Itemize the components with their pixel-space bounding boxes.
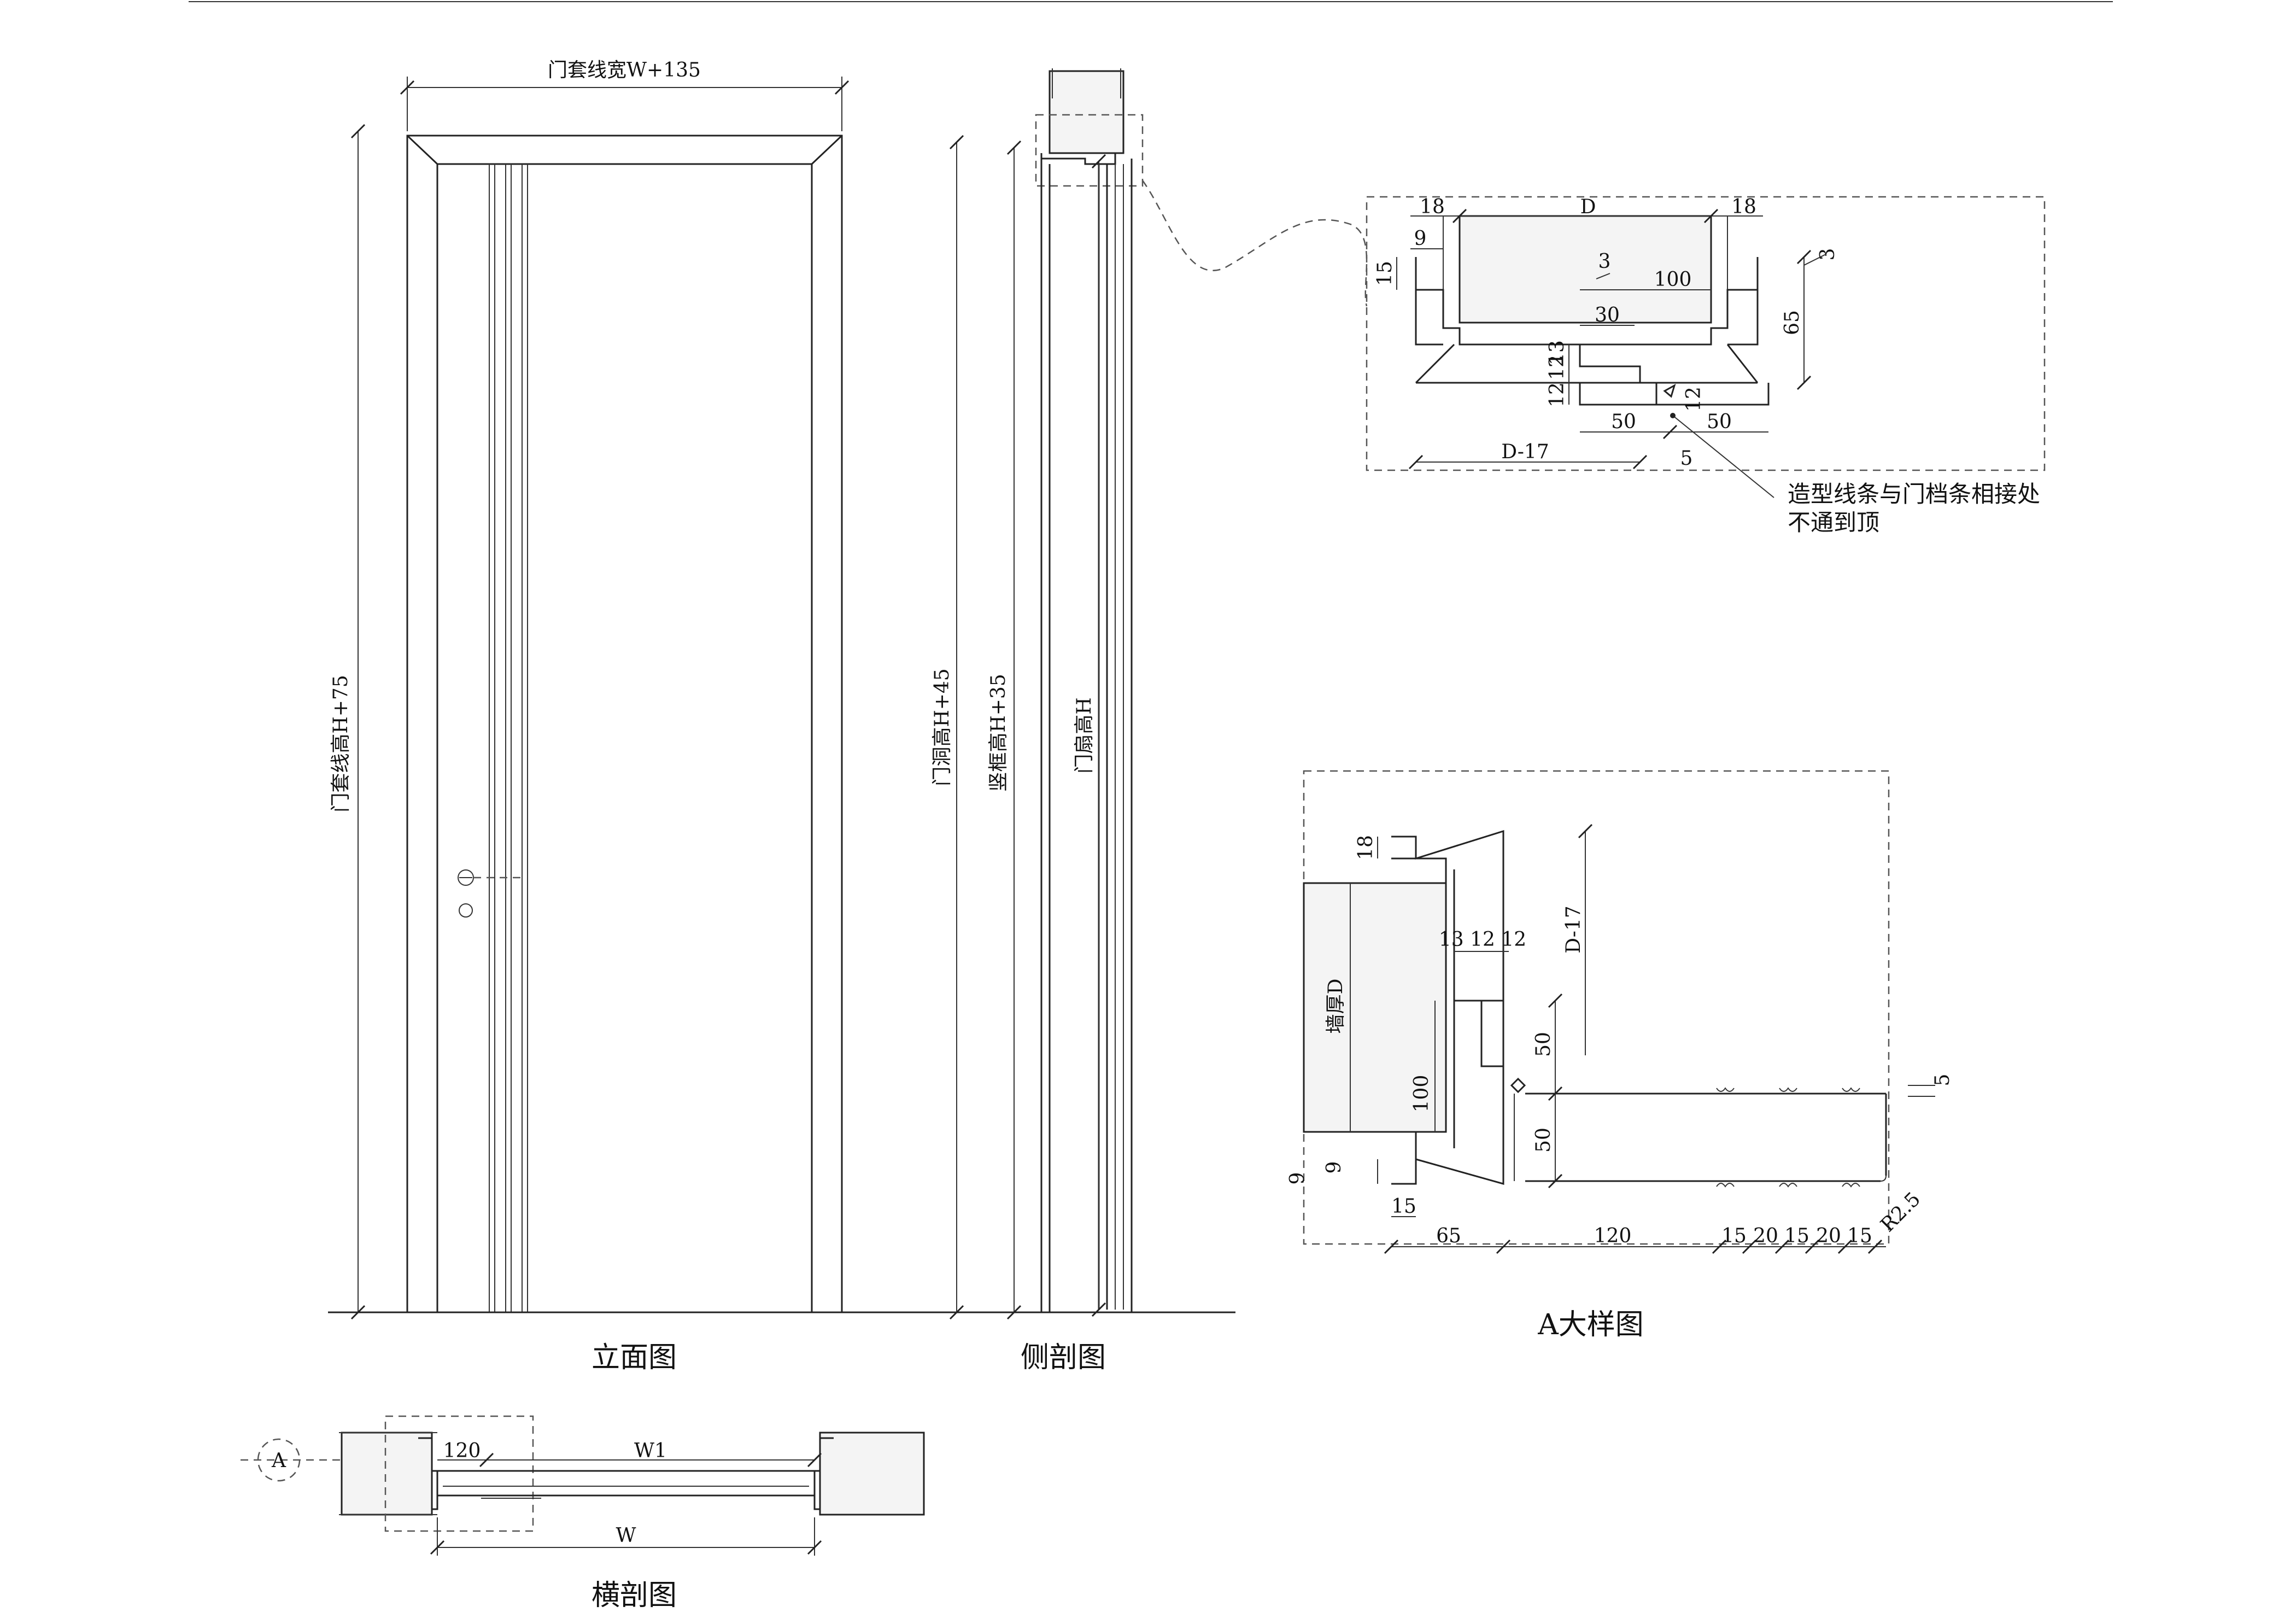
a-dim-9a: 9: [1286, 1172, 1309, 1185]
cross-dim-w: W: [616, 1524, 636, 1547]
a-dim-D-17: D-17: [1562, 906, 1585, 954]
cross-section-title: 横剖图: [591, 1579, 677, 1612]
a-wall-thickness-label: 墙厚D: [1325, 979, 1347, 1034]
cross-section-view: A 120 W1 W 横剖图: [241, 1415, 925, 1612]
a-dim-9b: 9: [1323, 1161, 1345, 1174]
top-dim-13: 13: [1546, 340, 1568, 365]
top-dim-3-right: 3: [1817, 248, 1839, 261]
a-dim-15a: 15: [1721, 1225, 1747, 1247]
top-dim-D-17: D-17: [1501, 441, 1549, 463]
cross-dim-w1: W1: [634, 1440, 667, 1462]
top-dim-9: 9: [1414, 227, 1427, 250]
elevation-title: 立面图: [591, 1341, 677, 1374]
a-dim-20a: 20: [1753, 1225, 1778, 1247]
a-dim-18: 18: [1355, 835, 1377, 860]
detail-a-view: 18 13 12 12 D-17 墙厚D 50 50 100 9 9 15 5 …: [1286, 770, 1954, 1341]
elevation-view: 门套线宽W+135 门套线高H+75 立面图: [328, 59, 1235, 1374]
top-detail-view: 18 D 18 9 15 3 100 30 65 3 13 12 12 12 5…: [1366, 196, 2046, 536]
a-dim-15b: 15: [1784, 1225, 1809, 1247]
top-dim-12c: 12: [1683, 387, 1705, 412]
side-opening-height-label: 门洞高H+45: [931, 668, 953, 786]
a-dim-radius: R2.5: [1877, 1188, 1925, 1237]
top-dim-5: 5: [1680, 447, 1693, 470]
a-dim-65: 65: [1436, 1225, 1461, 1247]
top-detail-note-line2: 不通到顶: [1788, 509, 1879, 536]
top-dim-30: 30: [1595, 304, 1620, 326]
side-section-title: 侧剖图: [1021, 1341, 1106, 1374]
top-dim-50-left: 50: [1611, 411, 1636, 433]
side-frame-height-label: 竖框高H+35: [987, 674, 1010, 791]
side-section-view: 门洞高H+45 竖框高H+35 门扇高H 侧剖图: [931, 68, 1368, 1374]
top-dim-D: D: [1580, 196, 1596, 218]
top-dim-15: 15: [1374, 261, 1396, 286]
top-dim-18-left: 18: [1420, 196, 1445, 218]
top-dim-12b: 12: [1546, 382, 1568, 407]
a-dim-5: 5: [1931, 1074, 1954, 1086]
a-dim-50-top: 50: [1532, 1032, 1555, 1057]
a-dim-15: 15: [1391, 1195, 1416, 1218]
a-dim-50-bottom: 50: [1532, 1128, 1555, 1153]
a-dim-20b: 20: [1816, 1225, 1841, 1247]
a-dim-120: 120: [1594, 1225, 1632, 1247]
top-dim-100: 100: [1654, 268, 1692, 291]
a-dim-100: 100: [1410, 1075, 1433, 1113]
side-leaf-height-label: 门扇高H: [1073, 697, 1096, 773]
a-dim-13-12-12: 13 12 12: [1439, 928, 1526, 951]
top-detail-note-line1: 造型线条与门档条相接处: [1788, 481, 2040, 507]
detail-a-title: A大样图: [1537, 1308, 1644, 1341]
top-dim-3-left: 3: [1598, 250, 1611, 273]
door-handle-icon: [458, 869, 522, 918]
cross-dim-120: 120: [443, 1440, 481, 1462]
elevation-height-label: 门套线高H+75: [330, 675, 352, 812]
section-callout-a: A: [241, 1438, 342, 1482]
a-dim-15c: 15: [1847, 1225, 1872, 1247]
elevation-width-label: 门套线宽W+135: [548, 59, 701, 81]
top-dim-50-right: 50: [1707, 411, 1732, 433]
top-dim-12a: 12: [1546, 355, 1568, 380]
cross-callout-label: A: [271, 1450, 286, 1472]
top-dim-65: 65: [1781, 310, 1803, 335]
top-dim-18-right: 18: [1731, 196, 1756, 218]
